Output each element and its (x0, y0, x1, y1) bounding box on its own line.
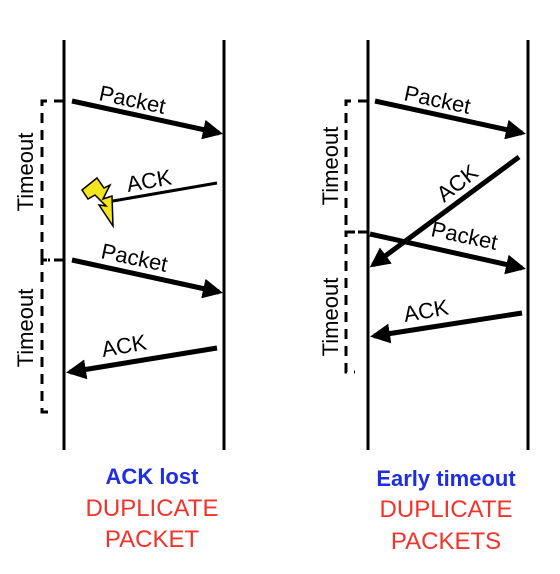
right-timeout-label-2: Timeout (318, 278, 343, 357)
left-ack-lost-line (112, 181, 218, 203)
left-caption-title: ACK lost (106, 464, 200, 489)
right-caption-title: Early timeout (376, 466, 516, 491)
right-scenario: Timeout Timeout Packet ACK Packet ACK Ea… (318, 40, 530, 555)
right-packet-arrow-1 (374, 98, 526, 140)
right-caption-line1: DUPLICATE (380, 496, 513, 523)
left-ack-label-2: ACK (100, 329, 149, 362)
left-timeout-label-2: Timeout (13, 289, 38, 368)
left-timeout-bracket-1 (40, 99, 64, 262)
left-caption-line1: DUPLICATE (86, 495, 219, 522)
right-ack-arrow-2 (370, 310, 523, 344)
left-scenario: Timeout Timeout Packet ACK Packet ACK AC… (13, 40, 226, 553)
left-caption-line2: PACKET (105, 526, 200, 553)
right-packet-arrow-2 (369, 231, 526, 275)
right-ack-label-2: ACK (402, 294, 451, 327)
right-timeout-bracket-2 (344, 230, 368, 374)
right-timeout-bracket-1 (344, 99, 368, 234)
lightning-icon (80, 176, 114, 229)
right-ack-arrow-1 (369, 154, 521, 268)
left-packet-arrow-2 (71, 257, 223, 299)
left-timeout-bracket-2 (40, 258, 64, 414)
right-caption-line2: PACKETS (391, 528, 501, 555)
left-packet-arrow-1 (71, 98, 223, 140)
right-timeout-label-1: Timeout (318, 127, 343, 206)
left-timeout-label-1: Timeout (13, 133, 38, 212)
left-ack-arrow-2 (66, 345, 218, 380)
